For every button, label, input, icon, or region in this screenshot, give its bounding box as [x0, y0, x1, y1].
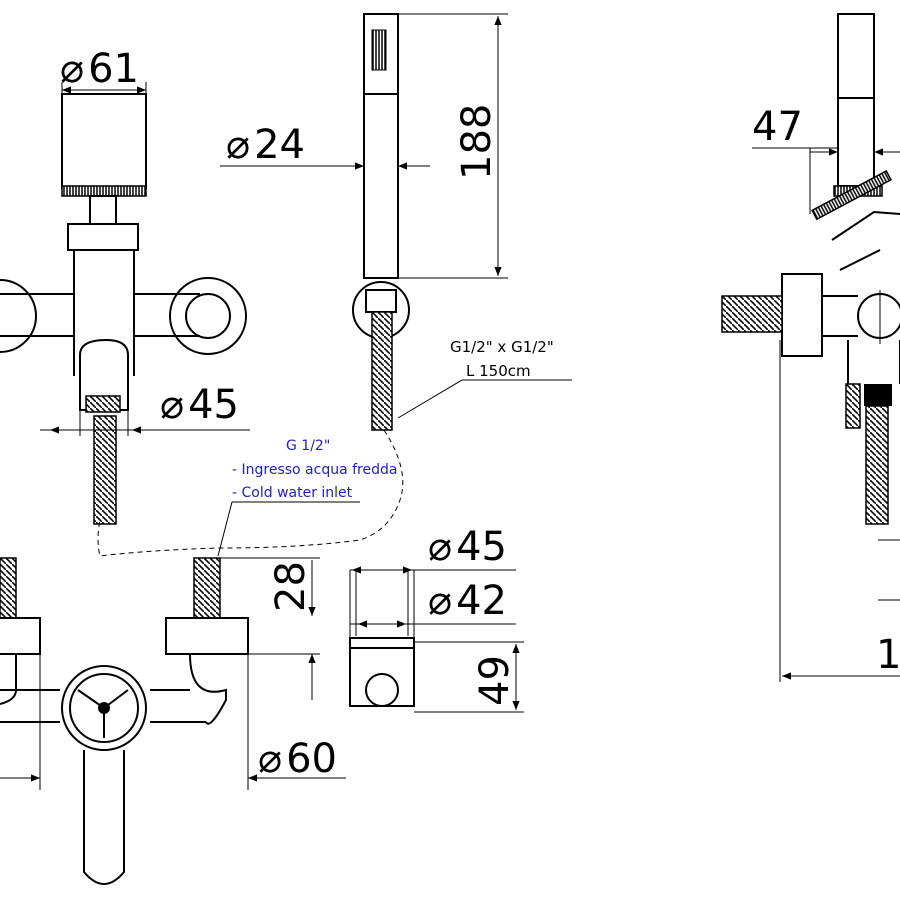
- dim-head-diameter: ⌀61: [60, 46, 147, 94]
- dim-label-49: 49: [472, 655, 518, 706]
- dim-label-24: ⌀24: [226, 122, 305, 168]
- dim-label-1: 1: [876, 632, 900, 678]
- inlet-thread: G 1/2": [286, 438, 330, 454]
- dim-label-60: ⌀60: [258, 736, 337, 782]
- dim-holder-outer: ⌀45: [350, 524, 516, 574]
- inlet-en: - Cold water inlet: [232, 485, 353, 501]
- hose-note: G1/2" x G1/2" L 150cm: [397, 338, 572, 419]
- hose-spec: G1/2" x G1/2": [450, 338, 554, 356]
- dim-right-partial: 1: [779, 340, 900, 682]
- dim-side-offset: 47: [752, 104, 900, 214]
- hose-length: L 150cm: [466, 362, 531, 380]
- dim-label-188: 188: [454, 104, 500, 180]
- dim-label-45-spout: ⌀45: [160, 382, 239, 428]
- dim-inlet-height: 28: [220, 557, 320, 700]
- mixer-side-view: [721, 13, 900, 525]
- dim-label-47: 47: [752, 104, 803, 150]
- inlet-it: - Ingresso acqua fredda: [232, 462, 397, 478]
- dim-holder-height: 49: [414, 641, 524, 713]
- mixer-front-view: [0, 93, 247, 525]
- dim-shower-diameter: ⌀24: [220, 122, 430, 170]
- dim-holder-inner: ⌀42: [350, 578, 516, 628]
- inlet-note: G 1/2" - Ingresso acqua fredda - Cold wa…: [217, 438, 397, 557]
- dim-label-61: ⌀61: [60, 46, 139, 92]
- dim-escutcheon-diameter: ⌀60: [0, 654, 346, 790]
- dim-label-28: 28: [268, 561, 314, 612]
- dim-shower-length: 188: [398, 13, 508, 279]
- dim-label-42: ⌀42: [428, 578, 507, 624]
- dim-spout-diameter: ⌀45: [40, 382, 250, 436]
- hand-shower: [352, 13, 410, 431]
- mixer-base-view: [0, 557, 249, 885]
- dim-label-45-holder: ⌀45: [428, 524, 507, 570]
- shower-holder: [349, 570, 415, 707]
- hose-path: [97, 429, 404, 557]
